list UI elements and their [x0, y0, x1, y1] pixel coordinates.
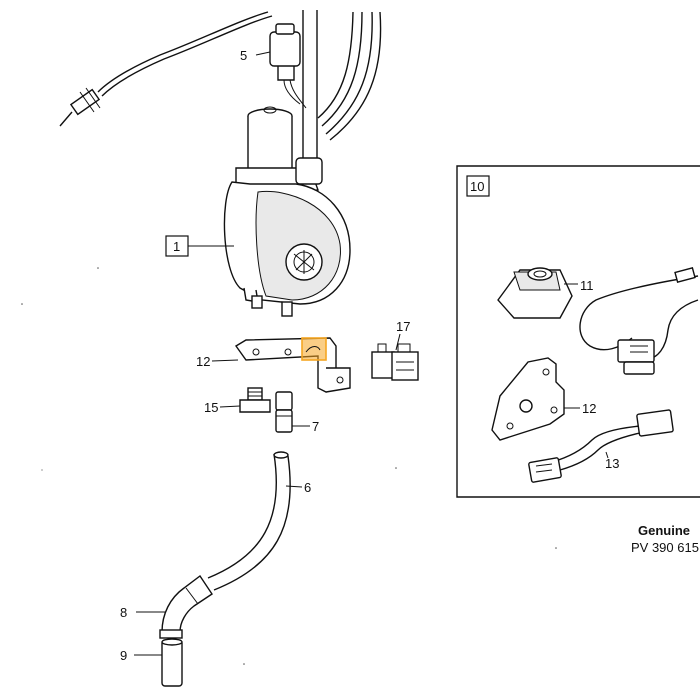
callout-11: 11 — [580, 278, 594, 293]
inset-panel-part-10 — [456, 165, 700, 498]
callout-6: 6 — [304, 480, 311, 495]
callout-10: 10 — [470, 179, 484, 194]
callout-13: 13 — [605, 456, 619, 471]
bolt-part-15 — [239, 387, 271, 413]
callout-5: 5 — [240, 48, 247, 63]
bracket-part-12-inset — [491, 357, 565, 441]
callout-15: 15 — [204, 400, 218, 415]
tube-part-9 — [161, 638, 183, 687]
callout-17: 17 — [396, 319, 410, 334]
elbow-part-8 — [159, 574, 213, 639]
antenna-plug — [59, 87, 101, 127]
callout-9: 9 — [120, 648, 127, 663]
antenna-mast — [302, 10, 382, 160]
clip-part-17 — [371, 343, 419, 381]
drain-hose-part-6 — [207, 451, 291, 591]
callout-8: 8 — [120, 605, 127, 620]
stamp-part-number: PV 390 615 — [631, 540, 699, 555]
callout-12-inset: 12 — [582, 401, 596, 416]
callout-7: 7 — [312, 419, 319, 434]
bracket-part-12 — [234, 337, 351, 393]
grommet-part-11 — [497, 267, 573, 319]
antenna-motor-part-1 — [223, 106, 351, 317]
antenna-lead-cable — [97, 11, 273, 97]
stamp-genuine: Genuine — [638, 523, 690, 538]
scan-specks — [21, 267, 557, 665]
cable-harness — [579, 266, 699, 375]
washer-detail — [305, 346, 321, 353]
highlight-marker — [301, 337, 327, 361]
wiring-part-13 — [528, 409, 674, 483]
callout-12-main: 12 — [196, 354, 210, 369]
connector-part-5 — [269, 23, 307, 109]
callout-1: 1 — [173, 239, 180, 254]
sleeve-part-7 — [275, 391, 293, 433]
